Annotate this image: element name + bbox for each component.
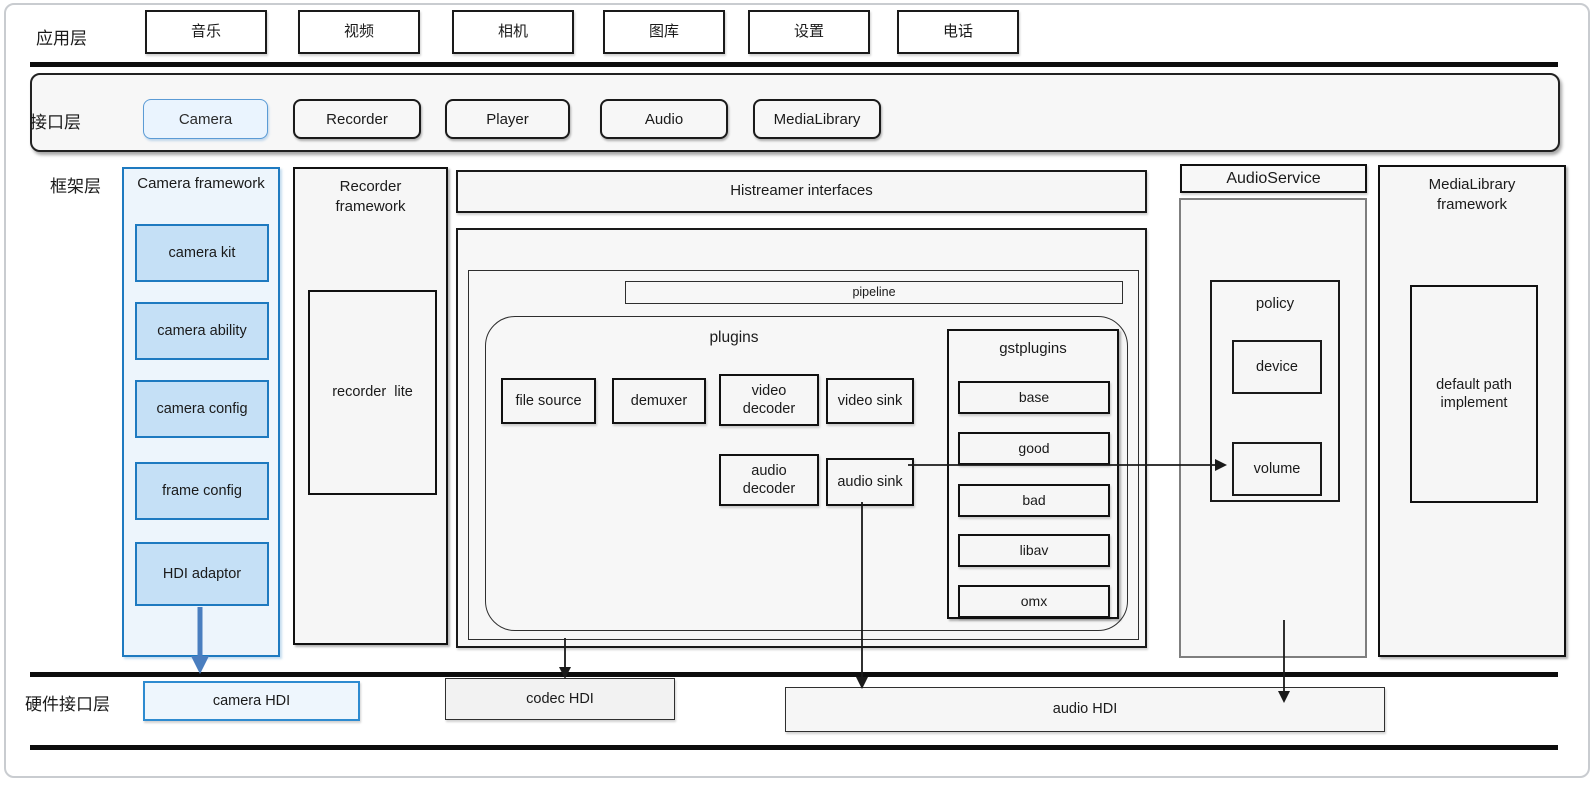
hdi-audio: audio HDI (785, 687, 1385, 732)
hdi-camera: camera HDI (143, 681, 360, 721)
audioservice-body: policy device volume (1179, 198, 1367, 658)
interface-layer-label: 接口层 (30, 113, 81, 132)
module-camera-kit: camera kit (135, 224, 269, 282)
gstplugin-good: good (958, 432, 1110, 465)
api-button-player: Player (445, 99, 570, 139)
plugin-audio-sink: audio sink (826, 458, 914, 506)
medialibrary-framework: MediaLibrary framework default path impl… (1378, 165, 1566, 657)
medialibrary-framework-title: MediaLibrary framework (1428, 176, 1516, 213)
plugin-demuxer: demuxer (612, 378, 706, 424)
api-button-recorder: Recorder (293, 99, 421, 139)
pipeline-box: pipeline (625, 281, 1123, 304)
gstplugins-title: gstplugins (999, 340, 1067, 357)
separator-bottom (30, 745, 1558, 750)
plugin-video-sink: video sink (826, 378, 914, 424)
plugins-title: plugins (709, 329, 759, 346)
camera-framework: Camera framework camera kit camera abili… (122, 167, 280, 657)
module-recorder-lite: recorder lite (308, 290, 437, 495)
api-button-audio: Audio (600, 99, 728, 139)
gstplugin-bad: bad (958, 484, 1110, 517)
module-default-path-implement: default path implement (1410, 285, 1538, 503)
module-hdi-adaptor: HDI adaptor (135, 542, 269, 606)
recorder-framework-title: Recorder framework (335, 178, 406, 215)
plugin-file-source: file source (501, 378, 596, 424)
module-camera-config: camera config (135, 380, 269, 438)
gstplugins-container: gstplugins base good bad libav omx (947, 329, 1119, 619)
app-box-music: 音乐 (145, 10, 267, 54)
audioservice-header: AudioService (1180, 164, 1367, 193)
app-layer-label: 应用层 (36, 29, 87, 48)
policy-volume: volume (1232, 442, 1322, 496)
app-box-phone: 电话 (897, 10, 1019, 54)
policy-device: device (1232, 340, 1322, 394)
recorder-framework: Recorder framework recorder lite (293, 167, 448, 645)
histreamer-inner: pipeline plugins file source demuxer vid… (468, 270, 1139, 640)
gstplugin-omx: omx (958, 585, 1110, 618)
app-box-gallery: 图库 (603, 10, 725, 54)
gstplugin-base: base (958, 381, 1110, 414)
separator-hardware-top (30, 672, 1558, 677)
policy-title: policy (1255, 295, 1295, 312)
app-box-video: 视频 (298, 10, 420, 54)
plugin-video-decoder: video decoder (719, 374, 819, 426)
plugins-container: plugins file source demuxer video decode… (485, 316, 1128, 631)
module-camera-ability: camera ability (135, 302, 269, 360)
histreamer-body: pipeline plugins file source demuxer vid… (456, 228, 1147, 648)
module-frame-config: frame config (135, 462, 269, 520)
histreamer-interfaces-header: Histreamer interfaces (456, 170, 1147, 213)
hdi-codec: codec HDI (445, 678, 675, 720)
camera-framework-title: Camera framework (137, 175, 265, 192)
plugin-audio-decoder: audio decoder (719, 454, 819, 506)
separator-top (30, 62, 1558, 67)
gstplugin-libav: libav (958, 534, 1110, 567)
app-box-settings: 设置 (748, 10, 870, 54)
api-button-medialibrary: MediaLibrary (753, 99, 881, 139)
app-box-camera: 相机 (452, 10, 574, 54)
api-button-camera: Camera (143, 99, 268, 139)
framework-layer-label: 框架层 (50, 177, 101, 196)
hardware-layer-label: 硬件接口层 (25, 695, 110, 714)
policy-container: policy device volume (1210, 280, 1340, 502)
